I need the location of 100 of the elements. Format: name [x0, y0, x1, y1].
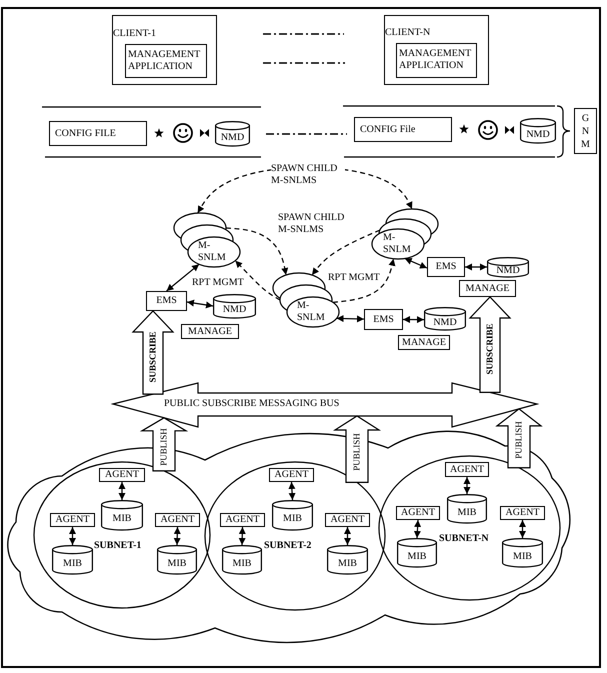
database-label: NMD: [220, 132, 244, 144]
block-arrow: [140, 417, 188, 472]
double-arrow: [519, 520, 526, 538]
mib-cylinder: [52, 545, 93, 574]
agent-box: [99, 468, 145, 482]
manage-box: [181, 324, 239, 339]
application-box: [125, 44, 207, 78]
ems-box: [146, 291, 187, 311]
dashed-arrow: [226, 227, 288, 276]
ems-label: EMS: [373, 314, 394, 326]
mib-label: MIB: [112, 513, 132, 525]
double-arrow: [404, 258, 428, 269]
agent-label: AGENT: [226, 514, 260, 526]
arrow-label: PUBLISH: [514, 421, 524, 459]
double-arrow: [403, 316, 424, 324]
database-cylinder: [215, 121, 250, 146]
ems-box: [364, 309, 403, 330]
mib-label: MIB: [63, 558, 82, 570]
bus-label: PUBLIC SUBSCRIBE MESSAGING BUS: [164, 398, 340, 410]
mib-cylinder: [157, 545, 197, 574]
mib-label: MIB: [283, 513, 302, 525]
module-label: M- SNLM: [297, 300, 325, 324]
config-file-label: CONFIG File: [360, 124, 416, 136]
double-arrow: [174, 526, 181, 546]
dashed-arrow: [312, 230, 380, 276]
mib-label: MIB: [232, 558, 252, 570]
manage-label: MANAGE: [402, 336, 446, 348]
double-arrow: [464, 477, 470, 494]
database-cylinder: [424, 307, 466, 330]
agent-label: AGENT: [506, 507, 540, 519]
double-arrow: [336, 315, 364, 322]
application-label: MANAGEMENT APPLICATION: [399, 48, 472, 72]
block-arrow: [468, 296, 512, 393]
double-arrow: [118, 482, 126, 500]
agent-box: [155, 513, 200, 527]
mib-label: MIB: [338, 558, 357, 570]
arrow-label: PUBLISH: [158, 428, 170, 466]
ellipse-stack: [174, 213, 240, 267]
mib-label: MIB: [168, 558, 186, 570]
agent-box: [325, 513, 370, 527]
database-label: NMD: [222, 304, 246, 316]
mib-label: MIB: [458, 506, 476, 518]
database-label: NMD: [496, 265, 520, 277]
agent-label: AGENT: [274, 469, 308, 481]
ellipse-stack: [372, 209, 438, 259]
database-cylinder: [487, 257, 529, 277]
block-arrow: [332, 415, 382, 483]
mib-cylinder: [327, 545, 368, 574]
ems-label: EMS: [156, 295, 177, 307]
block-arrow: [132, 310, 174, 395]
double-arrow: [344, 527, 351, 545]
mib-cylinder: [101, 500, 143, 530]
mib-cylinder: [272, 500, 313, 530]
agent-box: [50, 513, 95, 527]
agent-box: [269, 468, 314, 482]
agent-label: AGENT: [401, 507, 435, 519]
arrow-label: SUBSCRIBE: [148, 331, 158, 382]
application-label: MANAGEMENT APPLICATION: [128, 49, 200, 73]
double-arrow: [465, 264, 487, 270]
config-file-box: [49, 121, 147, 146]
agent-box: [396, 506, 440, 520]
manage-label: MANAGE: [466, 282, 510, 294]
client-box: [112, 15, 217, 85]
client-box: [384, 15, 489, 85]
subnet-label: SUBNET-N: [439, 533, 489, 545]
subnet-label: SUBNET-1: [94, 540, 142, 552]
module-label: M- SNLM: [383, 232, 411, 256]
config-file-label: CONFIG FILE: [55, 128, 116, 140]
agent-box: [220, 513, 265, 527]
client-label: CLIENT-N: [385, 27, 430, 39]
agent-label: AGENT: [160, 514, 194, 526]
agent-label: AGENT: [450, 464, 484, 476]
database-label: NMD: [433, 316, 457, 328]
double-arrow: [166, 264, 200, 292]
agent-box: [445, 462, 489, 477]
double-arrow: [186, 300, 214, 308]
double-arrow: [238, 526, 246, 546]
ems-label: EMS: [436, 261, 456, 273]
agent-label: AGENT: [105, 469, 139, 481]
config-file-box: [354, 117, 452, 142]
mib-label: MIB: [408, 550, 426, 562]
double-arrow: [69, 527, 76, 545]
mib-label: MIB: [513, 550, 532, 562]
dashed-arrow: [332, 258, 396, 303]
manage-box: [398, 335, 450, 350]
block-arrow: [495, 408, 543, 468]
arrow-label: SUBSCRIBE: [484, 324, 496, 375]
agent-label: AGENT: [330, 514, 364, 526]
manage-box: [459, 280, 516, 297]
module-label: M- SNLM: [198, 240, 226, 264]
ems-box: [427, 257, 465, 277]
dashed-arrow: [234, 260, 280, 301]
mib-cylinder: [447, 494, 487, 523]
manage-label: MANAGE: [188, 326, 232, 338]
subnet-label: SUBNET-2: [264, 540, 312, 552]
mib-cylinder: [222, 545, 262, 574]
double-arrow: [414, 520, 422, 538]
application-box: [396, 43, 477, 78]
mib-cylinder: [397, 538, 437, 567]
gnm-box: [574, 108, 597, 154]
